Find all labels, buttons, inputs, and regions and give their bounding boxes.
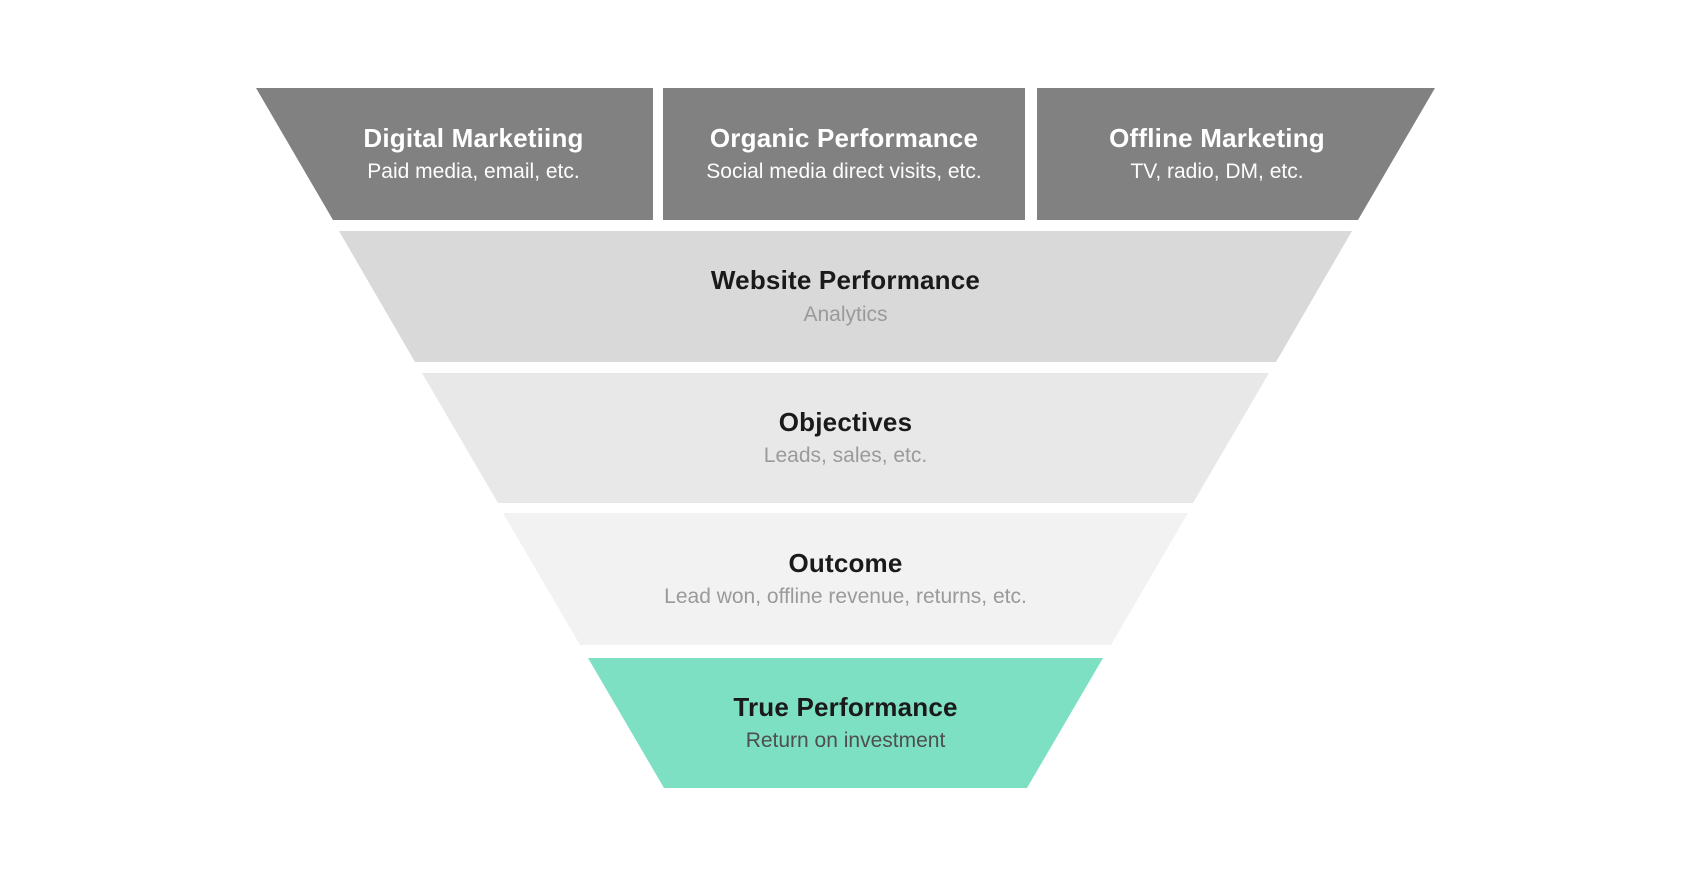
- funnel-stage-offline-marketing: Offline Marketing TV, radio, DM, etc.: [1037, 88, 1435, 220]
- funnel-stage-objectives: Objectives Leads, sales, etc.: [422, 373, 1269, 503]
- funnel-stage-website-performance: Website Performance Analytics: [339, 231, 1352, 362]
- stage-subtitle: Social media direct visits, etc.: [706, 160, 982, 184]
- stage-title: Organic Performance: [709, 122, 979, 153]
- stage-subtitle: Return on investment: [745, 729, 946, 753]
- stage-title: True Performance: [733, 691, 958, 722]
- stage-title: Website Performance: [710, 265, 981, 296]
- stage-subtitle: TV, radio, DM, etc.: [1130, 160, 1304, 184]
- stage-title: Offline Marketing: [1109, 122, 1325, 153]
- funnel-stage-digital-marketing: Digital Marketiing Paid media, email, et…: [256, 88, 653, 220]
- stage-title: Digital Marketiing: [363, 122, 584, 153]
- stage-subtitle: Paid media, email, etc.: [367, 160, 580, 184]
- funnel-stage-true-performance: True Performance Return on investment: [588, 658, 1103, 788]
- stage-title: Outcome: [788, 547, 903, 578]
- stage-title: Objectives: [778, 406, 913, 437]
- funnel-stage-organic-performance: Organic Performance Social media direct …: [663, 88, 1025, 220]
- stage-subtitle: Lead won, offline revenue, returns, etc.: [664, 585, 1027, 609]
- stage-subtitle: Leads, sales, etc.: [763, 444, 928, 468]
- stage-subtitle: Analytics: [803, 302, 888, 326]
- funnel-stage-outcome: Outcome Lead won, offline revenue, retur…: [503, 513, 1188, 645]
